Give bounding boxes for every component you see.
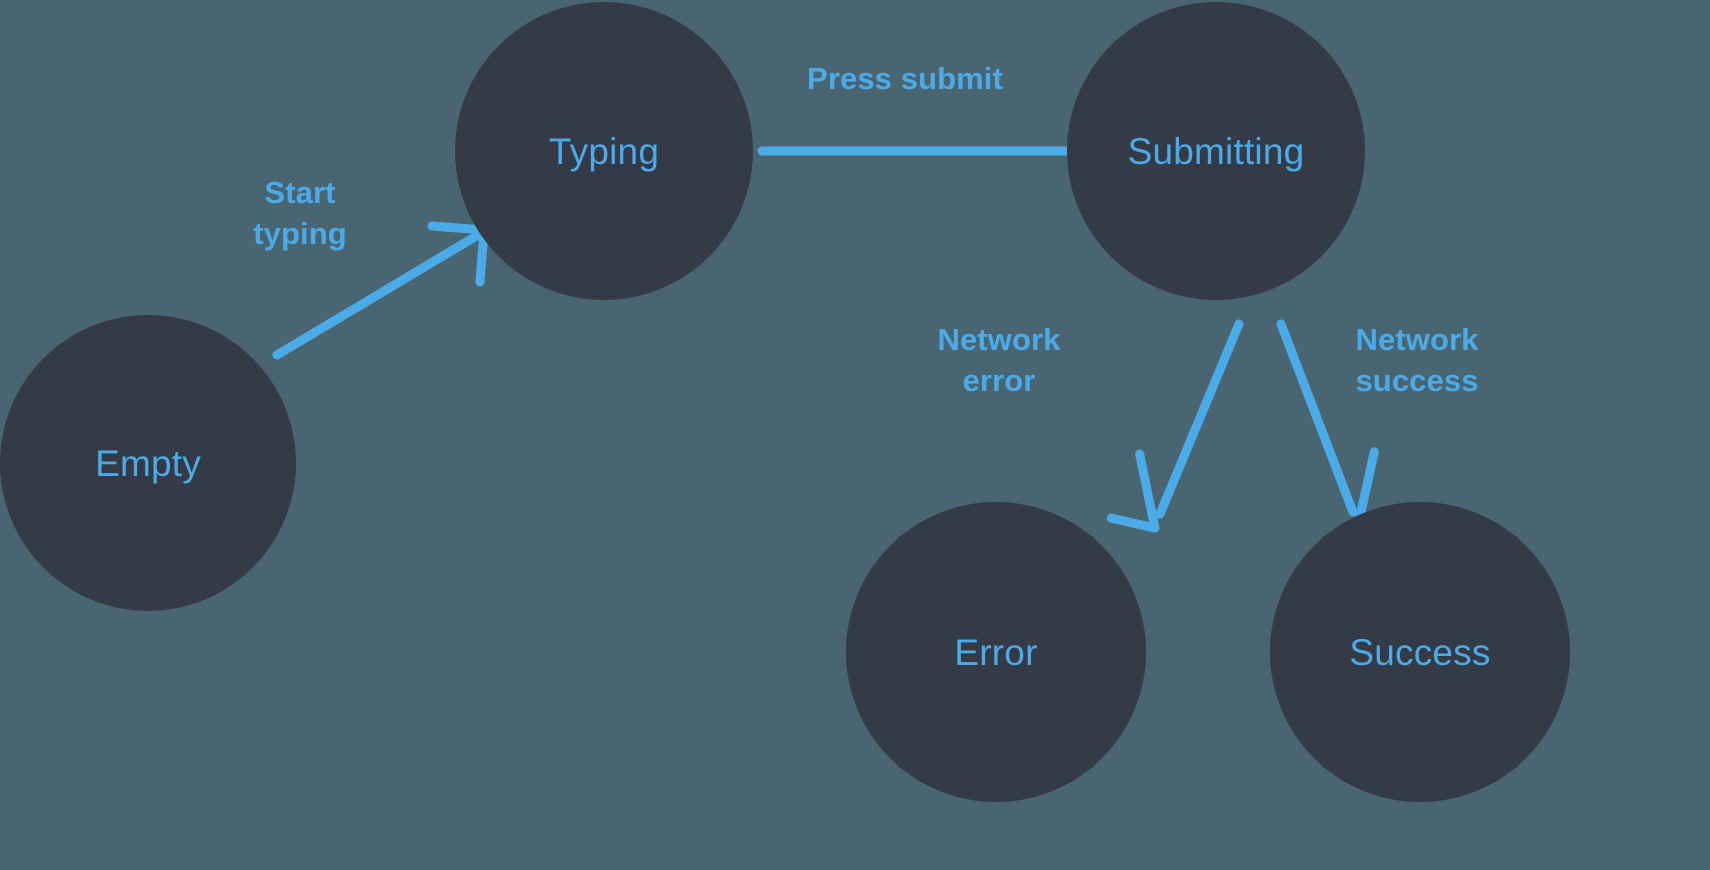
edge-line-submitting-to-error — [1155, 319, 1244, 519]
state-label-error: Error — [954, 631, 1038, 673]
state-node-error[interactable]: Error — [846, 502, 1146, 802]
edge-label-network-success: Network success — [1355, 322, 1479, 398]
state-label-empty: Empty — [95, 442, 201, 484]
edge-label-start-typing: Start typing — [253, 175, 347, 251]
state-node-submitting[interactable]: Submitting — [1067, 2, 1365, 300]
edge-line-empty-to-typing — [272, 230, 483, 360]
state-node-empty[interactable]: Empty — [0, 315, 296, 611]
edge-label-network-error: Network error — [937, 322, 1061, 398]
state-label-typing: Typing — [548, 130, 660, 172]
arrowhead-submitting-to-error — [1106, 449, 1160, 533]
state-node-typing[interactable]: Typing — [455, 2, 753, 300]
state-label-success: Success — [1349, 631, 1491, 673]
state-node-success[interactable]: Success — [1270, 502, 1570, 802]
edge-submitting-to-error — [1106, 319, 1244, 533]
edge-line-submitting-to-success — [1276, 319, 1358, 517]
state-label-submitting: Submitting — [1127, 130, 1305, 172]
edge-label-press-submit: Press submit — [807, 61, 1003, 96]
